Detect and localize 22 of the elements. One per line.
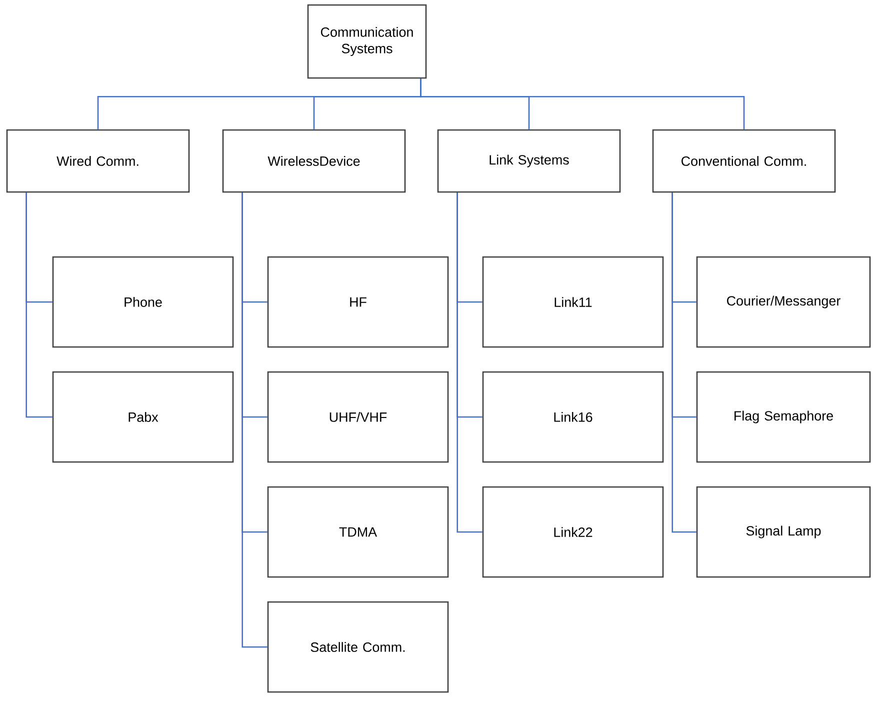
box: Pabx [52, 371, 234, 463]
box: Wired Comm. [6, 129, 190, 193]
box: Link11 [482, 256, 664, 348]
box: Link16 [482, 371, 664, 463]
box: Link22 [482, 486, 664, 578]
box: TDMA [267, 486, 449, 578]
box: Signal Lamp [696, 486, 871, 578]
connector-line [242, 192, 268, 648]
box: Conventional Comm. [652, 129, 836, 193]
box: Satellite Comm. [267, 601, 449, 693]
connector-line [420, 78, 745, 130]
box: UHF/VHF [267, 371, 449, 463]
box: Flag Semaphore [696, 371, 871, 463]
connector-line [26, 192, 52, 418]
box: Phone [52, 256, 234, 348]
connector-line [456, 192, 482, 533]
box: HF [267, 256, 449, 348]
connector-line [672, 192, 696, 533]
box: Communication Systems [307, 4, 427, 79]
box: Courier/Messanger [696, 256, 871, 348]
box: Link Systems [437, 129, 621, 193]
box: WirelessDevice [222, 129, 406, 193]
